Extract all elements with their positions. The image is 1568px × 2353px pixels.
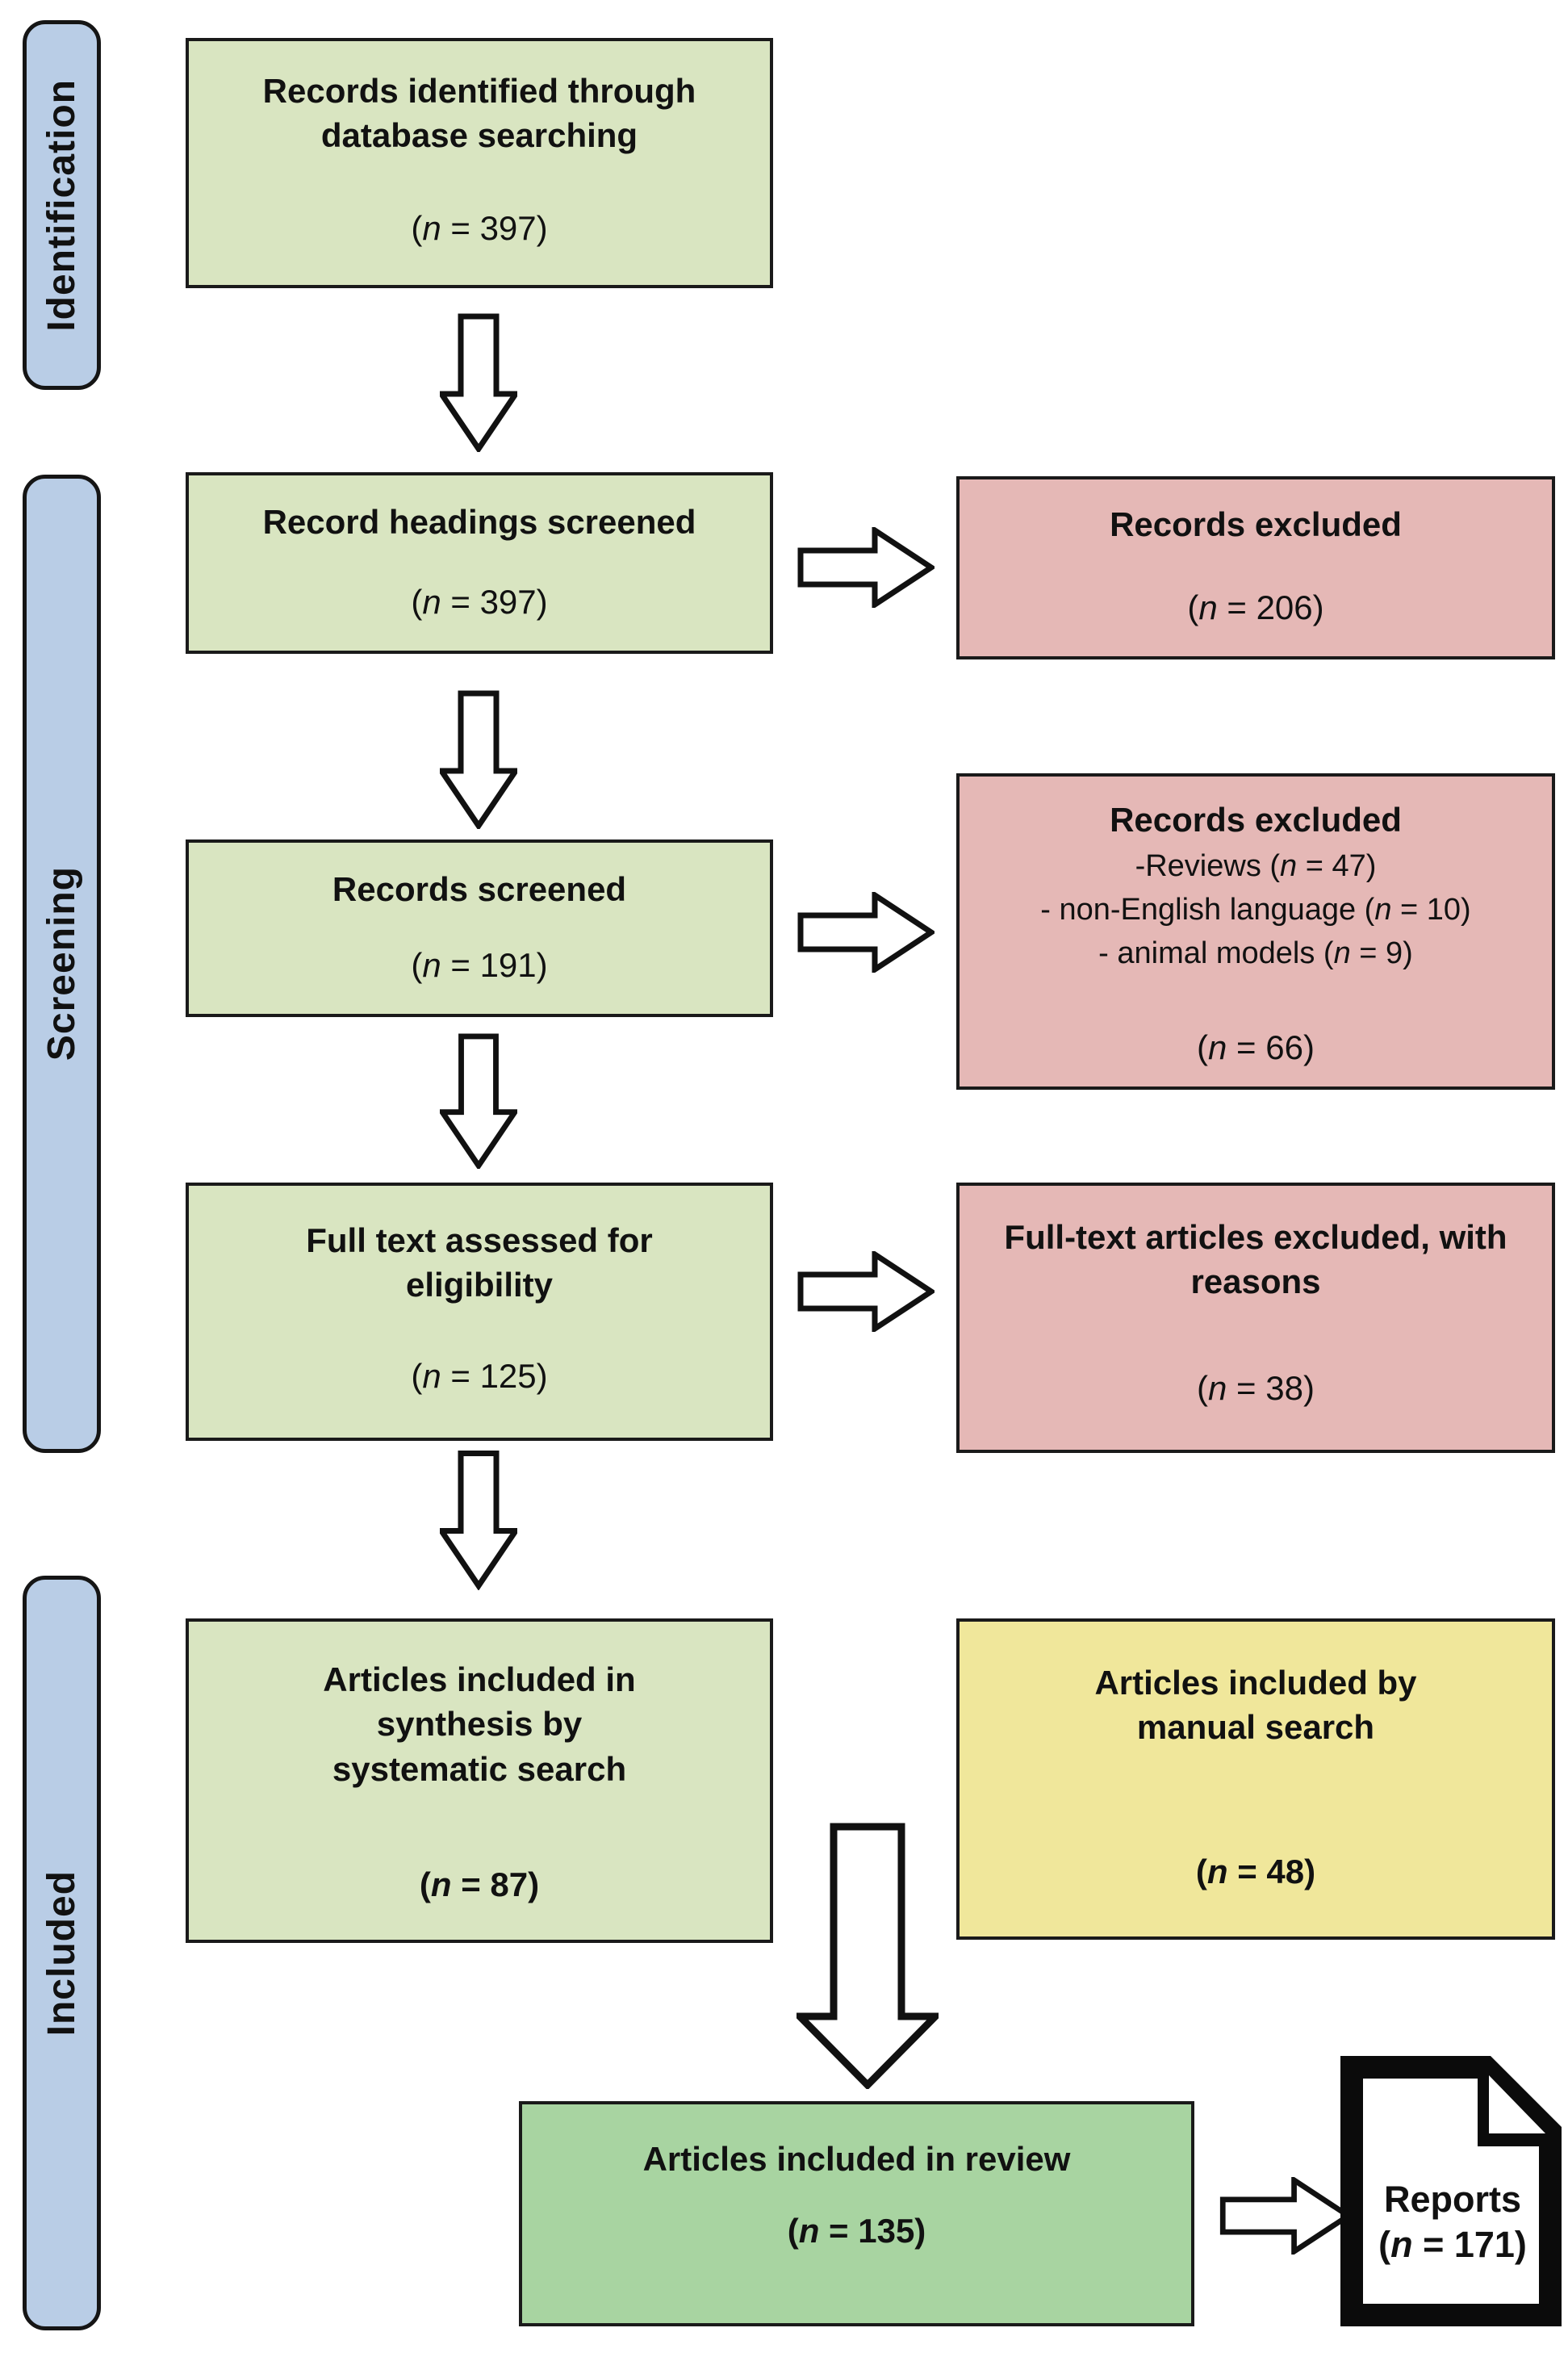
down-arrow-icon-merge <box>797 1823 939 2089</box>
report-document-icon: Reports (n = 171) <box>1340 2056 1562 2326</box>
excluded-reason-reviews: -Reviews (n = 47) <box>1135 849 1377 884</box>
box-records-identified-count: (n = 397) <box>411 209 548 247</box>
right-arrow-icon-3 <box>797 1251 935 1332</box>
box-records-excluded-reasons: Records excluded -Reviews (n = 47) - non… <box>956 773 1555 1090</box>
right-arrow-icon-2 <box>797 892 935 973</box>
box-included-review: Articles included in review (n = 135) <box>519 2101 1194 2326</box>
box-full-text-assessed: Full text assessed for eligibility (n = … <box>186 1183 773 1441</box>
stage-label-identification: Identification <box>40 78 83 332</box>
box-synthesis-included: Articles included in synthesis by system… <box>186 1618 773 1943</box>
down-arrow-icon-4 <box>440 1449 517 1590</box>
box-manual-search-count: (n = 48) <box>1195 1853 1316 1890</box>
box-records-screened: Records screened (n = 191) <box>186 839 773 1017</box>
box-records-excluded-count: (n = 206) <box>1187 588 1324 626</box>
box-records-identified: Records identified through database sear… <box>186 38 773 288</box>
reports-title: Reports <box>1383 2179 1522 2220</box>
box-record-headings-screened-heading: Record headings screened <box>262 503 696 541</box>
box-records-excluded-reasons-heading: Records excluded <box>1110 801 1402 839</box>
box-full-text-assessed-heading: Full text assessed for eligibility <box>306 1221 653 1304</box>
box-full-text-excluded-heading: Full-text articles excluded, with reason… <box>1004 1218 1507 1301</box>
stage-bar-included: Included <box>23 1576 101 2330</box>
stage-bar-screening: Screening <box>23 475 101 1453</box>
reports-count: (n = 171) <box>1378 2224 1527 2266</box>
excluded-reason-animal-models: - animal models (n = 9) <box>1098 936 1413 971</box>
box-record-headings-screened: Record headings screened (n = 397) <box>186 472 773 654</box>
box-records-excluded: Records excluded (n = 206) <box>956 476 1555 659</box>
right-arrow-icon-reports <box>1217 2177 1354 2255</box>
down-arrow-icon-3 <box>440 1033 517 1169</box>
box-included-review-count: (n = 135) <box>787 2212 926 2250</box>
stage-bar-identification: Identification <box>23 20 101 390</box>
box-full-text-excluded: Full-text articles excluded, with reason… <box>956 1183 1555 1453</box>
box-records-screened-heading: Records screened <box>332 870 627 908</box>
box-synthesis-included-heading: Articles included in synthesis by system… <box>323 1660 636 1788</box>
stage-label-screening: Screening <box>40 866 83 1061</box>
box-included-review-heading: Articles included in review <box>642 2140 1071 2178</box>
box-record-headings-screened-count: (n = 397) <box>411 583 548 621</box>
right-arrow-icon-1 <box>797 527 935 608</box>
report-document-text: Reports (n = 171) <box>1355 2177 1550 2268</box>
box-full-text-assessed-count: (n = 125) <box>411 1357 548 1395</box>
box-records-excluded-heading: Records excluded <box>1110 505 1402 543</box>
excluded-reason-non-english: - non-English language (n = 10) <box>1040 893 1471 927</box>
stage-label-included: Included <box>40 1869 83 2037</box>
box-manual-search-heading: Articles included by manual search <box>1094 1664 1417 1747</box>
box-records-identified-heading: Records identified through database sear… <box>262 72 696 155</box>
down-arrow-icon-2 <box>440 690 517 829</box>
box-full-text-excluded-count: (n = 38) <box>1197 1369 1315 1407</box>
box-records-screened-count: (n = 191) <box>411 946 548 984</box>
box-synthesis-included-count: (n = 87) <box>419 1865 540 1903</box>
box-records-excluded-reasons-count: (n = 66) <box>1197 1028 1315 1066</box>
box-manual-search: Articles included by manual search (n = … <box>956 1618 1555 1940</box>
down-arrow-icon-1 <box>440 313 517 452</box>
